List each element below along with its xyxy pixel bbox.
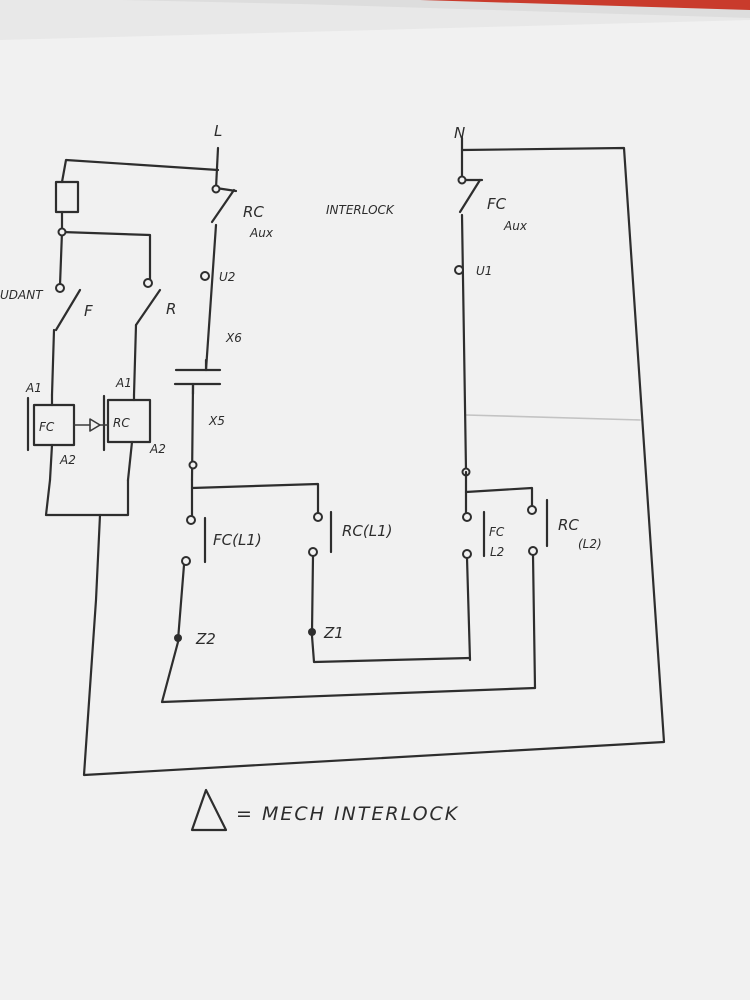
link-capacitor <box>173 358 222 396</box>
rc-l2-label: RC <box>558 516 579 534</box>
fc-aux-sub-label: Aux <box>503 219 528 233</box>
fc-aux-label: FC <box>487 195 507 213</box>
mech-interlock-link <box>73 418 109 432</box>
fc-a1-label: A1 <box>25 381 42 395</box>
interlock-label: INTERLOCK <box>326 203 395 217</box>
fc-l2-contact <box>462 510 486 662</box>
x5-label: X5 <box>208 414 225 428</box>
reverse-button-switch <box>132 278 162 397</box>
motor-windings-return <box>160 628 537 704</box>
pendant-label: UDANT <box>0 288 44 302</box>
fc-coil-label: FC <box>39 420 55 434</box>
neutral-rail <box>460 136 468 472</box>
red-object-edge <box>420 0 750 10</box>
reverse-label: R <box>166 300 176 318</box>
rc-a2-label: A2 <box>149 442 166 456</box>
fc-l1-contact <box>176 515 207 642</box>
rc-l1-label: RC(L1) <box>342 522 393 540</box>
rc-l1-contact <box>308 510 333 634</box>
z2-label: Z2 <box>195 630 216 648</box>
rc-coil <box>102 393 152 482</box>
u1-label: U1 <box>476 264 492 278</box>
fc-aux-contact-n <box>457 175 484 214</box>
u1-terminal <box>454 265 464 275</box>
rc-aux-contact-l <box>210 184 238 224</box>
rc-aux-sub-label: Aux <box>249 226 274 240</box>
u2-label: U2 <box>219 270 235 284</box>
rc-l2-sub-label: (L2) <box>578 537 602 551</box>
u2-terminal <box>200 271 210 281</box>
forward-button-switch <box>50 283 82 397</box>
mech-interlock-legend-symbol <box>190 788 228 832</box>
fc-l2-label: FC <box>489 525 505 539</box>
fc-a2-label: A2 <box>59 453 76 467</box>
fc-l2-sub-label: L2 <box>490 545 504 559</box>
x6-label: X6 <box>225 331 242 345</box>
paper-page <box>0 20 750 1000</box>
coil-return <box>44 146 666 777</box>
rc-l2-contact <box>527 498 549 690</box>
forward-label: F <box>84 302 93 320</box>
pendant-feed <box>54 158 220 287</box>
rc-coil-label: RC <box>113 416 130 430</box>
rc-aux-label: RC <box>243 203 264 221</box>
fc-coil <box>26 393 76 482</box>
z1-label: Z1 <box>323 624 344 642</box>
l2-bus <box>461 467 534 518</box>
x5-terminal <box>188 460 198 470</box>
l1-bus <box>190 478 320 522</box>
legend-text: = MECH INTERLOCK <box>236 803 459 825</box>
fc-l1-label: FC(L1) <box>213 531 262 549</box>
rc-a1-label: A1 <box>115 376 132 390</box>
line-label: L <box>214 122 222 140</box>
paper-fold <box>465 414 641 421</box>
neutral-label: N <box>454 124 465 142</box>
